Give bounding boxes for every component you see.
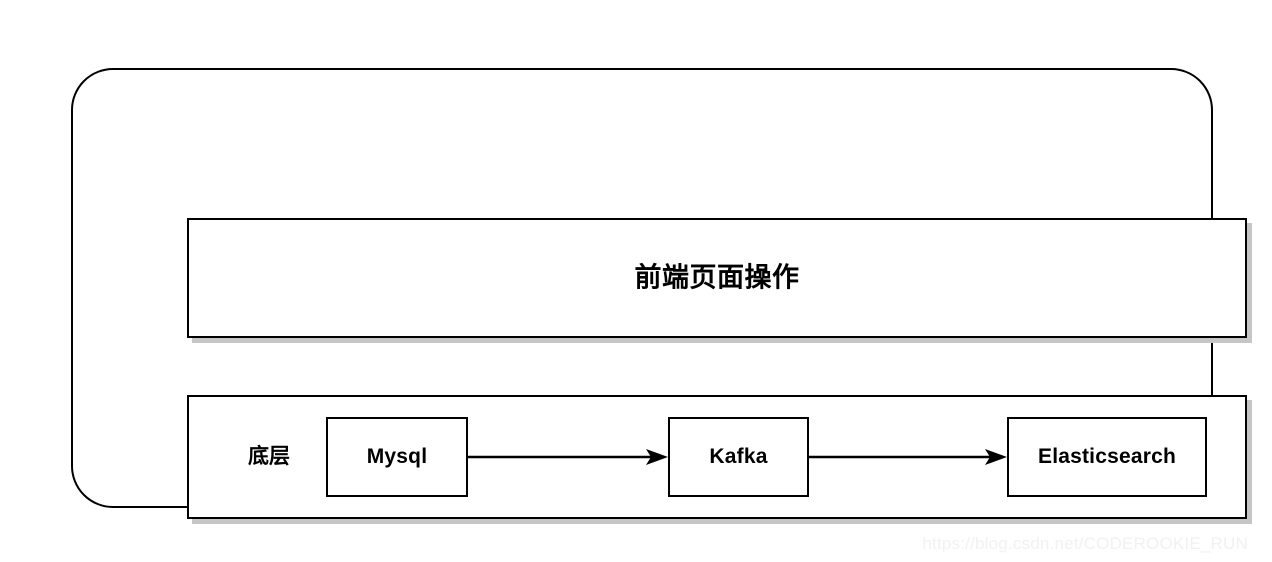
watermark: https://blog.csdn.net/CODEROOKIE_RUN [922, 534, 1248, 553]
title-band-label: 前端页面操作 [634, 262, 800, 293]
arrowhead-icon [646, 449, 668, 465]
bottom-band: 底层 Mysql Kafka Elasticsearch [187, 395, 1247, 519]
node-elasticsearch[interactable]: Elasticsearch [1007, 417, 1207, 497]
bottom-band-side-label: 底层 [248, 444, 290, 468]
node-mysql[interactable]: Mysql [326, 417, 468, 497]
outer-container: 前端页面操作 底层 Mysql Kafka [71, 68, 1247, 519]
connector-mysql-to-kafka [468, 446, 668, 468]
node-mysql-label: Mysql [366, 445, 428, 468]
title-band: 前端页面操作 [187, 218, 1247, 338]
node-kafka[interactable]: Kafka [668, 417, 809, 497]
arrowhead-icon [985, 449, 1007, 465]
node-elasticsearch-label: Elasticsearch [1037, 445, 1177, 468]
node-kafka-label: Kafka [709, 445, 768, 468]
connector-kafka-to-elasticsearch [809, 446, 1007, 468]
